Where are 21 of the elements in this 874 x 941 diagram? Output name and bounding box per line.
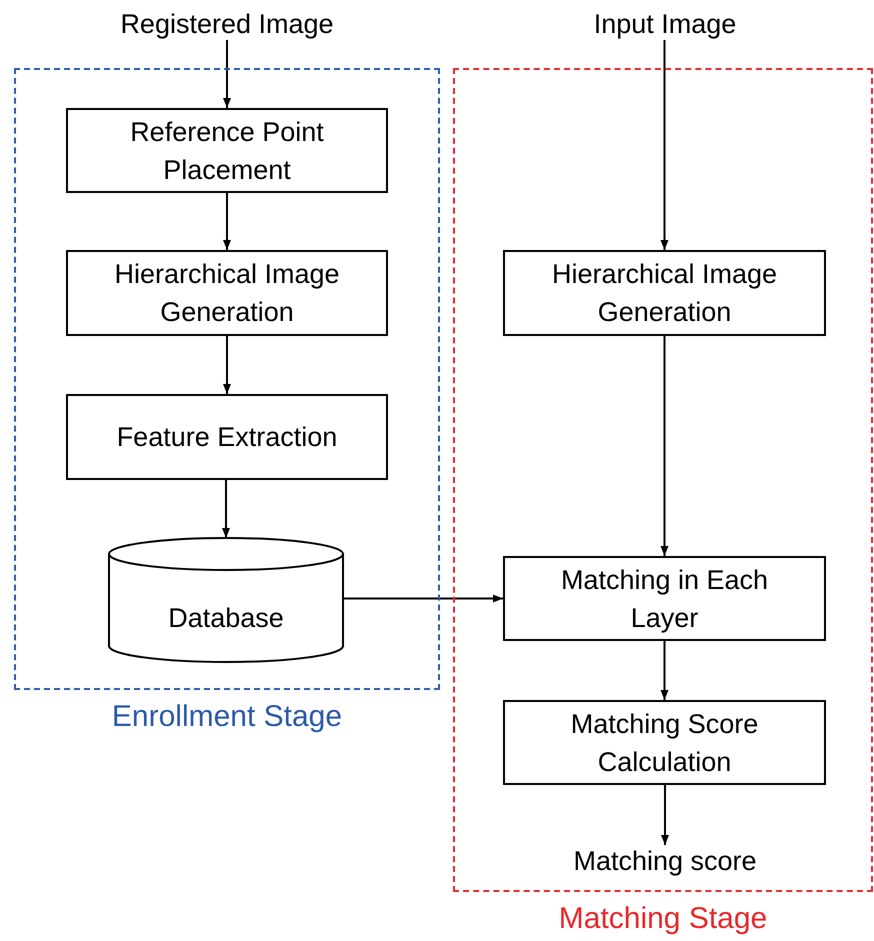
flow-text: Matching score	[573, 845, 757, 877]
arrow	[661, 785, 669, 845]
arrow	[223, 336, 231, 394]
database-cylinder: Database	[108, 538, 344, 662]
arrow	[660, 40, 668, 250]
group-label: Matching Stage	[558, 902, 768, 936]
group-label: Enrollment Stage	[110, 700, 344, 734]
arrow	[344, 594, 503, 602]
process-box: Matching in Each Layer	[503, 556, 826, 641]
process-box: Reference Point Placement	[66, 108, 388, 193]
arrow	[223, 193, 231, 250]
process-box: Hierarchical Image Generation	[503, 250, 826, 336]
arrow	[223, 40, 231, 108]
process-box: Hierarchical Image Generation	[66, 250, 388, 336]
flow-text: Registered Image	[120, 8, 334, 40]
process-box: Feature Extraction	[66, 394, 388, 480]
flow-text: Input Image	[594, 8, 736, 40]
process-box: Matching Score Calculation	[503, 700, 826, 785]
arrow	[222, 480, 230, 538]
arrow	[660, 641, 668, 700]
arrow	[660, 336, 668, 556]
